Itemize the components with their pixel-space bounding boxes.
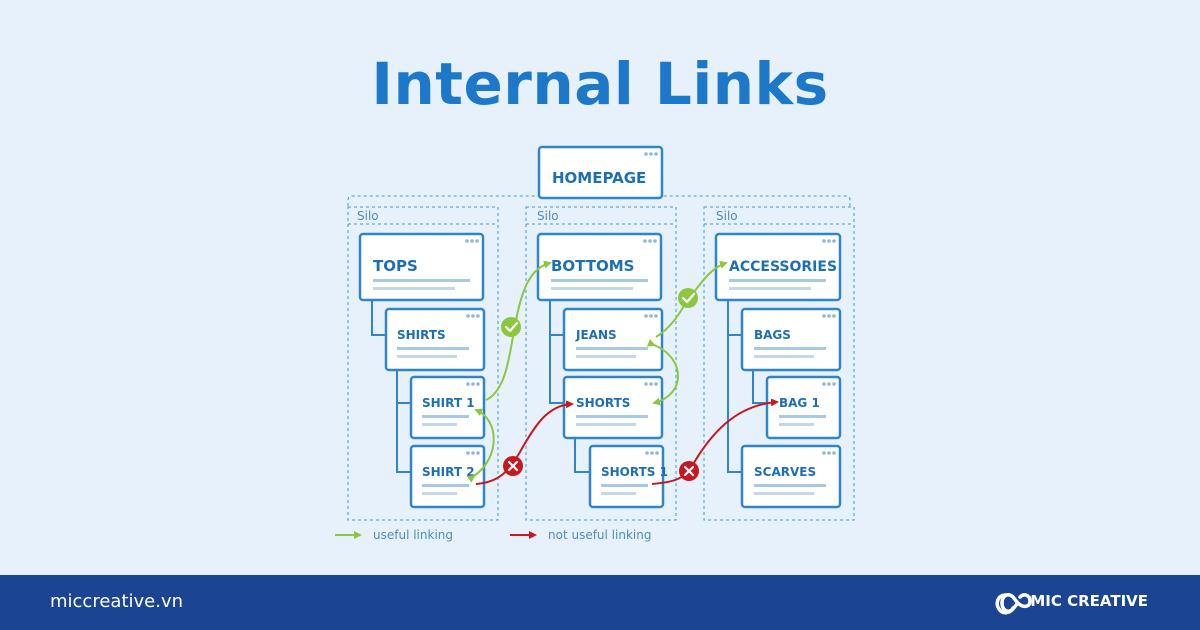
- page-node-shirt-1: SHIRT 1: [409, 375, 486, 440]
- useful-link-jeans-shorts: [646, 339, 679, 406]
- footer-brand-name: MIC CREATIVE: [1030, 592, 1148, 610]
- useful-link-shirt2-shirt1: [466, 408, 495, 483]
- page-node-scarves: SCARVES: [740, 444, 842, 509]
- tree-connector: [396, 370, 411, 473]
- page-node-bags: BAGS: [740, 307, 842, 372]
- silo-label: Silo: [357, 209, 379, 223]
- footer-site-link[interactable]: miccreative.vn: [50, 591, 184, 612]
- page-node-shirt-2: SHIRT 2: [409, 444, 486, 509]
- tree-connector: [371, 300, 386, 336]
- mic-creative-logo-icon: [995, 593, 1032, 615]
- legend-useful: useful linking: [335, 528, 453, 542]
- not-useful-link-shorts1-to-bag1: [651, 398, 779, 485]
- category-node-bottoms: BOTTOMS: [536, 232, 663, 302]
- node-label: JEANS: [575, 328, 617, 342]
- page-node-shorts-1: SHORTS 1: [588, 444, 668, 509]
- category-node-tops: TOPS: [358, 232, 485, 302]
- category-label: BOTTOMS: [551, 257, 634, 275]
- check-circle-icon: [501, 317, 521, 337]
- node-label: SCARVES: [754, 465, 816, 479]
- homepage-node: HOMEPAGE: [537, 145, 664, 200]
- silo-accessories: Silo: [703, 206, 855, 521]
- x-circle-icon: [503, 456, 523, 476]
- legend-not-useful: not useful linking: [510, 528, 651, 542]
- footer-bar: miccreative.vn MIC CREATIVE: [0, 575, 1200, 630]
- tree-connector: [549, 300, 564, 404]
- homepage-label: HOMEPAGE: [552, 169, 646, 187]
- page-node-bag-1: BAG 1: [765, 375, 842, 440]
- node-label: BAG 1: [779, 396, 820, 410]
- category-node-accessories: ACCESSORIES: [714, 232, 842, 302]
- not-useful-link-shirt2-to-shorts: [475, 400, 574, 485]
- node-label: SHIRT 1: [422, 396, 475, 410]
- node-label: BAGS: [754, 328, 791, 342]
- x-circle-icon: [679, 461, 699, 481]
- node-label: SHIRT 2: [422, 465, 475, 479]
- page-title: Internal Links: [371, 50, 829, 118]
- silo-tops: Silo: [347, 206, 499, 521]
- silo-label: Silo: [537, 209, 559, 223]
- tree-connector: [752, 370, 767, 404]
- legend-useful-label: useful linking: [373, 528, 453, 542]
- check-circle-icon: [678, 288, 698, 308]
- node-label: SHORTS 1: [601, 465, 668, 479]
- legend-not-useful-label: not useful linking: [548, 528, 651, 542]
- node-label: SHIRTS: [397, 328, 446, 342]
- page-node-shirts: SHIRTS: [384, 307, 486, 372]
- category-label: ACCESSORIES: [729, 259, 837, 275]
- silo-label: Silo: [716, 209, 738, 223]
- page-node-shorts: SHORTS: [562, 375, 664, 440]
- page-node-jeans: JEANS: [562, 307, 664, 372]
- node-label: SHORTS: [576, 396, 630, 410]
- tree-connector: [574, 438, 590, 473]
- tree-connector: [727, 300, 742, 473]
- category-label: TOPS: [373, 257, 418, 275]
